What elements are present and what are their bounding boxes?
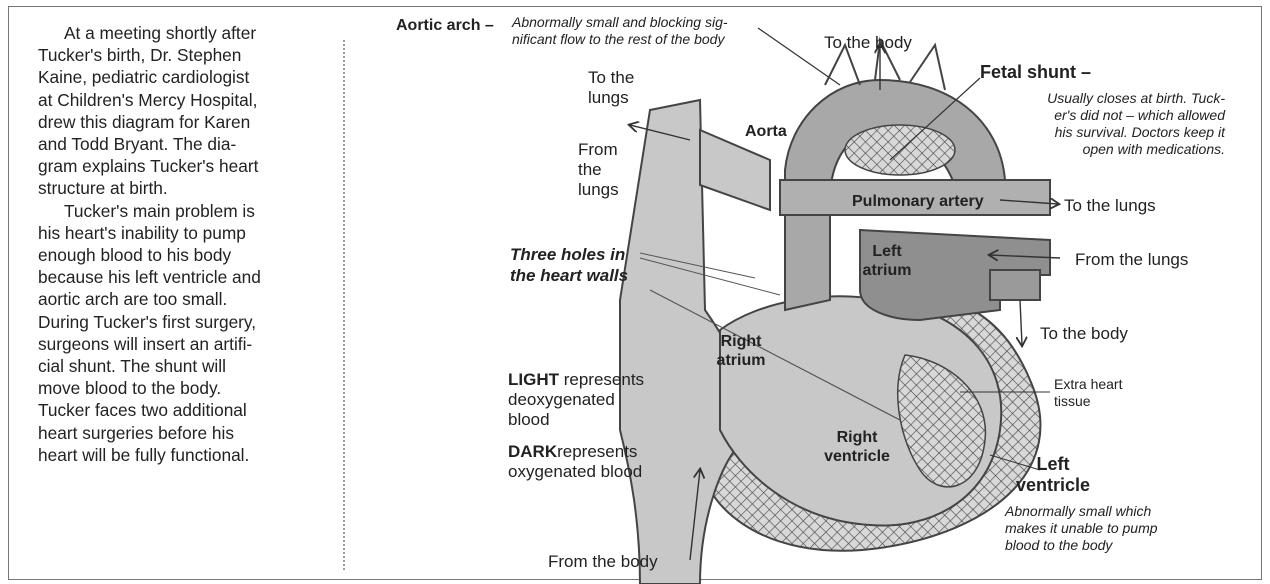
descending-aorta [990, 270, 1040, 300]
label-right-atrium: Right atrium [706, 332, 776, 370]
label-aorta: Aorta [745, 122, 787, 141]
label-pulmonary-artery: Pulmonary artery [852, 192, 984, 211]
label-left-atrium: Left atrium [862, 242, 912, 280]
fetal-shunt [845, 125, 955, 175]
label-to-the-lungs-right: To the lungs [1064, 196, 1156, 216]
aortic-arch-title: Aortic arch – [396, 16, 494, 35]
fetal-shunt-note: Usually closes at birth. Tuck- er's did … [990, 90, 1225, 158]
label-from-the-body: From the body [548, 552, 658, 572]
label-to-the-body-right: To the body [1040, 324, 1128, 344]
label-three-holes: Three holes in the heart walls [510, 244, 628, 286]
label-from-the-lungs-right: From the lungs [1075, 250, 1188, 270]
legend-light-key: LIGHT [508, 370, 559, 389]
aortic-arch-note: Abnormally small and blocking sig- nific… [512, 14, 812, 48]
label-to-the-body-top: To the body [824, 33, 912, 53]
legend-light: LIGHT represents deoxygenated blood [508, 370, 678, 430]
label-to-the-lungs-left: To the lungs [588, 68, 634, 108]
label-from-the-lungs-left: From the lungs [578, 140, 619, 200]
fetal-shunt-title: Fetal shunt – [980, 62, 1091, 83]
label-right-ventricle: Right ventricle [812, 428, 902, 466]
legend-dark-key: DARK [508, 442, 557, 461]
left-ventricle-note: Abnormally small which makes it unable t… [1005, 503, 1225, 554]
pulmonary-branch-left [700, 130, 770, 210]
left-ventricle-title: Left ventricle [1008, 454, 1098, 496]
arrow-to-body-right [1020, 300, 1022, 345]
legend-dark: DARKrepresents oxygenated blood [508, 442, 678, 482]
label-extra-tissue: Extra heart tissue [1054, 376, 1122, 410]
